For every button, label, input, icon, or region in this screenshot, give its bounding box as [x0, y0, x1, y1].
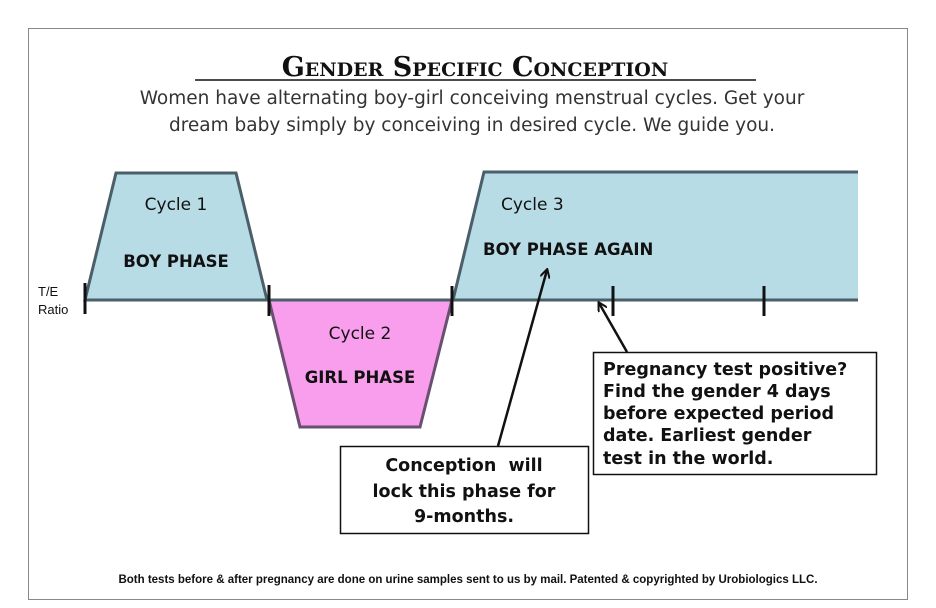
svg-text:before expected period: before expected period: [603, 404, 834, 424]
svg-text:9-months.: 9-months.: [414, 507, 514, 527]
cycle-1-name: Cycle 1: [145, 195, 208, 215]
cycle-3-shape: [453, 172, 858, 300]
axis-label-ratio: Ratio: [38, 302, 68, 317]
axis-label-te: T/E: [38, 284, 59, 299]
conception-arrow: [496, 270, 547, 447]
cycle-3-phase: BOY PHASE AGAIN: [483, 240, 653, 259]
cycle-1-shape: [83, 171, 269, 302]
subtitle-line-1: Women have alternating boy-girl conceivi…: [140, 88, 805, 109]
svg-text:test in the world.: test in the world.: [603, 449, 773, 469]
subtitle-line-2: dream baby simply by conceiving in desir…: [169, 115, 775, 136]
footer-note: Both tests before & after pregnancy are …: [118, 574, 817, 586]
svg-text:Conception will: Conception will: [385, 456, 542, 476]
svg-text:lock this phase for: lock this phase for: [373, 482, 556, 502]
page-title: Gender Specific Conception: [282, 52, 668, 83]
cycle-2-phase: GIRL PHASE: [305, 368, 415, 387]
svg-text:Pregnancy test positive?: Pregnancy test positive?: [603, 360, 847, 380]
pregnancy-note-box: Pregnancy test positive? Find the gender…: [592, 351, 878, 476]
cycle-1-phase: BOY PHASE: [123, 252, 229, 271]
svg-text:date. Earliest gender: date. Earliest gender: [603, 426, 812, 446]
svg-text:Find the gender 4 days: Find the gender 4 days: [603, 382, 831, 402]
conception-note-box: Conception will lock this phase for 9-mo…: [339, 445, 590, 535]
cycle-2-name: Cycle 2: [329, 324, 392, 344]
cycle-2-shape: [267, 298, 454, 429]
cycle-3-name: Cycle 3: [501, 195, 564, 215]
axis-ticks: [83, 283, 766, 316]
pregnancy-arrow: [599, 303, 629, 353]
